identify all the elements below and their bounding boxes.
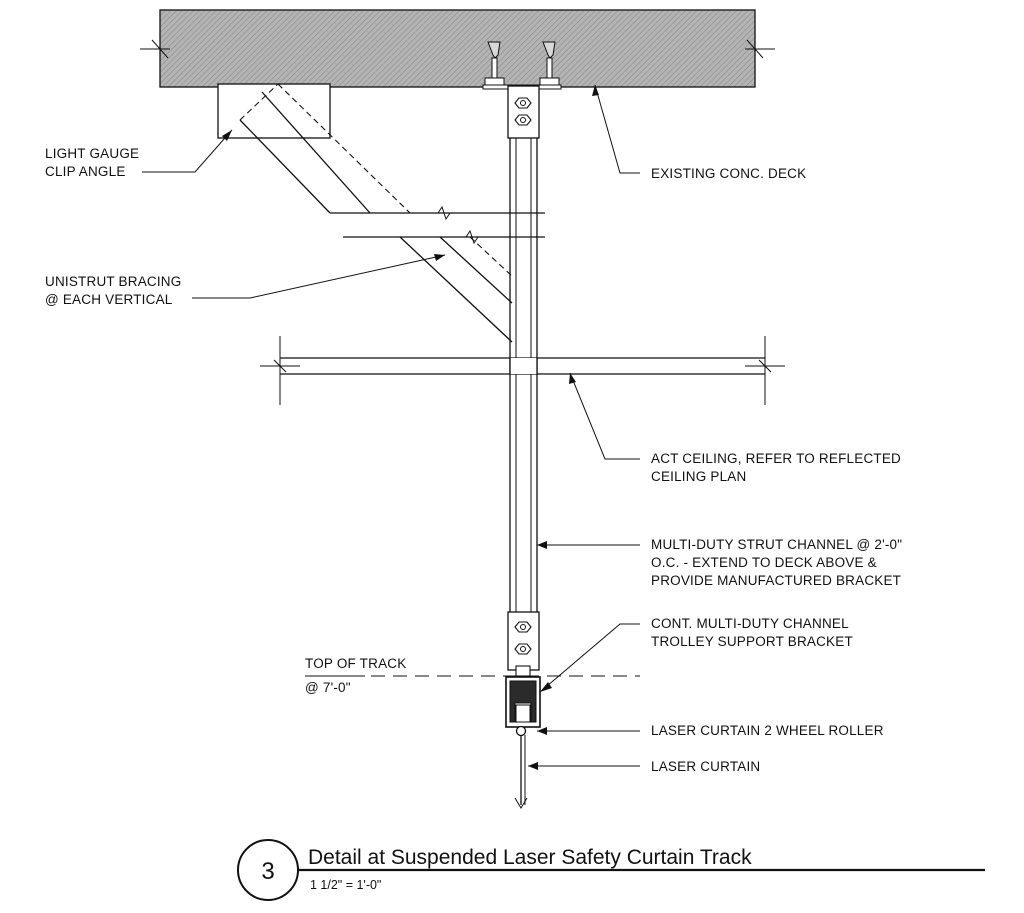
label-bracket-1: CONT. MULTI-DUTY CHANNEL (651, 616, 849, 631)
roller-and-curtain (514, 725, 528, 809)
trolley-bracket (507, 611, 540, 677)
label-strut-2: O.C. - EXTEND TO DECK ABOVE & (651, 555, 877, 570)
leaders (142, 84, 640, 770)
label-bracket-2: TROLLEY SUPPORT BRACKET (651, 634, 853, 649)
label-light-gauge-1: LIGHT GAUGE (45, 146, 139, 161)
label-top-track-1: TOP OF TRACK (305, 656, 406, 671)
act-ceiling (260, 336, 785, 405)
label-strut-3: PROVIDE MANUFACTURED BRACKET (651, 573, 901, 588)
label-light-gauge-2: CLIP ANGLE (45, 164, 126, 179)
label-unistrut-2: @ EACH VERTICAL (45, 292, 173, 307)
detail-number: 3 (261, 858, 274, 885)
strut-channel (507, 85, 540, 612)
label-roller: LASER CURTAIN 2 WHEEL ROLLER (651, 723, 884, 738)
label-existing-deck: EXISTING CONC. DECK (651, 166, 806, 181)
label-strut-1: MULTI-DUTY STRUT CHANNEL @ 2'-0" (651, 537, 902, 552)
detail-scale: 1 1/2" = 1'-0" (310, 878, 381, 892)
concrete-deck (140, 9, 775, 88)
label-unistrut-1: UNISTRUT BRACING (45, 274, 181, 289)
label-top-track-2: @ 7'-0" (305, 680, 351, 695)
title-block: 3 Detail at Suspended Laser Safety Curta… (237, 839, 985, 901)
clip-angle (217, 83, 331, 139)
detail-title: Detail at Suspended Laser Safety Curtain… (308, 846, 752, 869)
track (505, 676, 541, 728)
label-curtain: LASER CURTAIN (651, 759, 760, 774)
label-act-2: CEILING PLAN (651, 469, 746, 484)
unistrut-bracing (239, 83, 545, 343)
label-act-1: ACT CEILING, REFER TO REFLECTED (651, 451, 901, 466)
